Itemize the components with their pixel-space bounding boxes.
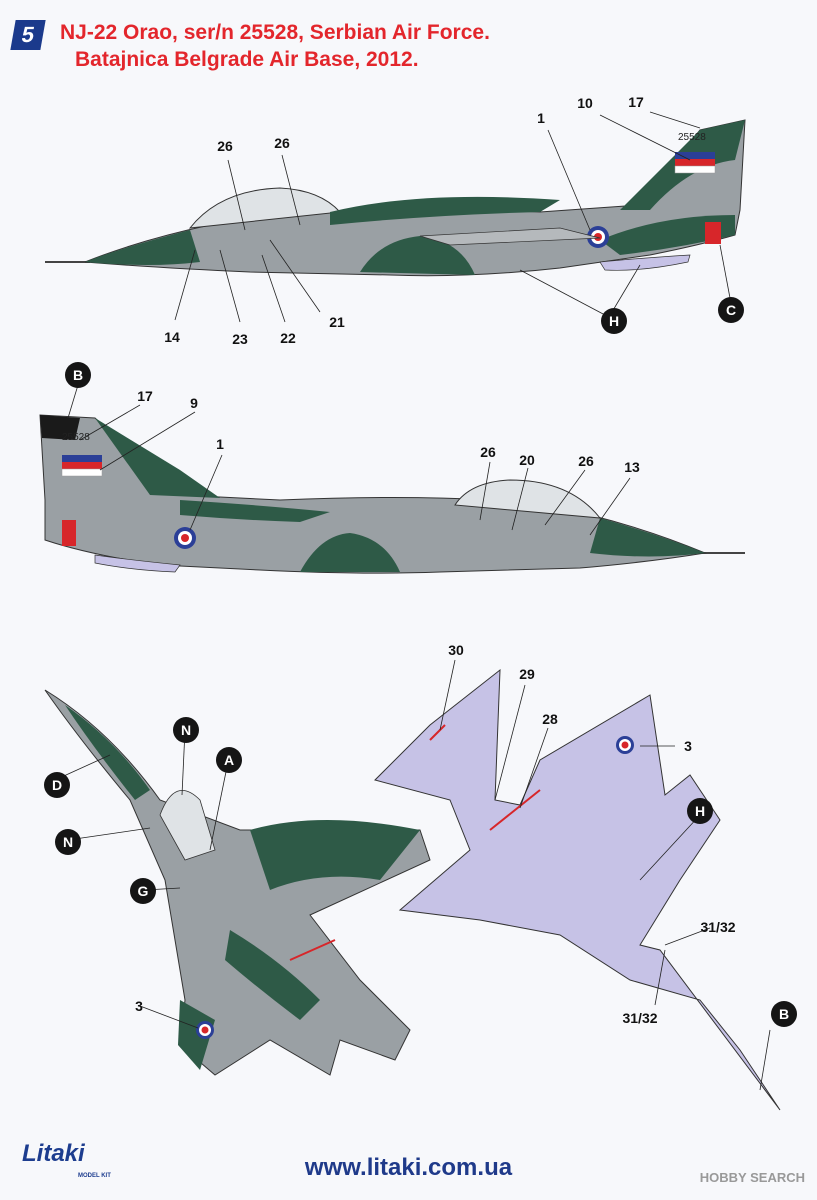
marker-circle: B: [771, 1001, 797, 1027]
callout-label: 1: [537, 110, 545, 126]
marker-circle: C: [718, 297, 744, 323]
callout-label: 26: [217, 138, 233, 154]
callout-label: 29: [519, 666, 535, 682]
brand-logo: Litaki MODEL KIT: [22, 1140, 111, 1179]
callout-label: 26: [274, 135, 290, 151]
top-view: [44, 689, 431, 1076]
tail-serial-left: 25528: [678, 132, 706, 143]
marker-circle: G: [130, 878, 156, 904]
callout-label: 26: [578, 453, 594, 469]
marker-circle: H: [687, 798, 713, 824]
marker-circle: H: [601, 308, 627, 334]
callout-label: 9: [190, 395, 198, 411]
marker-circle: N: [55, 829, 81, 855]
left-side-view: [45, 111, 746, 323]
brand-subtitle: MODEL KIT: [78, 1173, 111, 1179]
callout-label: 3: [135, 998, 143, 1014]
callout-label: 17: [628, 94, 644, 110]
marker-circle: A: [216, 747, 242, 773]
right-side-view: [39, 384, 745, 574]
callout-label: 23: [232, 331, 248, 347]
callout-label: 26: [480, 444, 496, 460]
sheet-title-line2: Batajnica Belgrade Air Base, 2012.: [75, 48, 419, 71]
callout-label: 14: [164, 329, 180, 345]
sheet-title-line1: NJ-22 Orao, ser/n 25528, Serbian Air For…: [60, 21, 490, 44]
callout-label: 31/32: [700, 919, 736, 935]
bottom-view: [374, 659, 781, 1111]
marker-circle: D: [44, 772, 70, 798]
watermark-text: HOBBY SEARCH: [699, 1170, 805, 1185]
callout-label: 22: [280, 330, 296, 346]
callout-label: 3: [684, 738, 692, 754]
tail-serial-right: 25528: [62, 432, 90, 443]
callout-label: 20: [519, 452, 535, 468]
callout-label: 17: [137, 388, 153, 404]
callout-label: 21: [329, 314, 345, 330]
callout-label: 13: [624, 459, 640, 475]
callout-label: 30: [448, 642, 464, 658]
marker-circle: N: [173, 717, 199, 743]
marker-circle: B: [65, 362, 91, 388]
callout-label: 28: [542, 711, 558, 727]
callout-label: 31/32: [622, 1010, 658, 1026]
website-url[interactable]: www.litaki.com.ua: [304, 1154, 513, 1181]
callout-label: 1: [216, 436, 224, 452]
callout-label: 10: [577, 95, 593, 111]
